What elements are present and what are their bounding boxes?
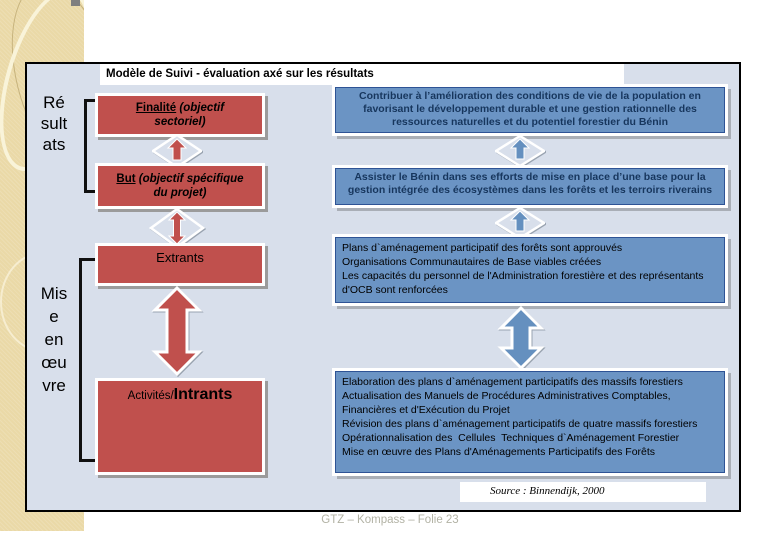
up-arrow-diamond-icon <box>495 135 545 167</box>
box-result-finalite: Contribuer à l’amélioration des conditio… <box>335 87 725 133</box>
slide-footer: GTZ – Kompass – Folie 23 <box>321 514 459 526</box>
box-extrants: Extrants <box>95 243 265 286</box>
double-arrow-diamond-icon <box>149 208 205 248</box>
box-result-but: Assister le Bénin dans ses efforts de mi… <box>335 168 725 205</box>
big-double-arrow-icon <box>493 306 549 370</box>
box-finalite-text: Finalité (objectif sectoriel) <box>116 101 244 129</box>
bracket-mise-en-oeuvre <box>79 258 96 462</box>
up-arrow-diamond-icon <box>495 207 545 239</box>
box-result-activites: Elaboration des plans d`aménagement part… <box>335 371 725 473</box>
box-but-text: But (objectif spécifique du projet) <box>116 172 244 200</box>
extrants-text: Extrants <box>156 250 204 265</box>
box-finalite: Finalité (objectif sectoriel) <box>95 93 265 137</box>
box-result-extrants: Plans d`aménagement participatif des for… <box>335 237 725 303</box>
but-rest: (objectif spécifique du projet) <box>135 173 244 199</box>
diagram-frame: Modèle de Suivi - évaluation axé sur les… <box>25 62 741 512</box>
slide-title: Modèle de Suivi - évaluation axé sur les… <box>100 64 624 85</box>
label-resultats: Ré sult ats <box>40 93 68 154</box>
activites-prefix: Activités/ <box>127 390 174 402</box>
big-double-arrow-icon <box>149 286 205 376</box>
finalite-lead: Finalité <box>135 102 177 114</box>
label-mise-en-oeuvre: Mis e en œu vre <box>40 284 68 395</box>
source-citation: Source : Binnendijk, 2000 <box>460 482 706 502</box>
bracket-resultats <box>84 99 99 193</box>
activites-main: Intrants <box>173 386 233 403</box>
template-corner-square <box>71 0 80 6</box>
but-lead: But <box>116 173 136 185</box>
finalite-rest: (objectif sectoriel) <box>154 102 225 128</box>
box-but: But (objectif spécifique du projet) <box>95 163 265 209</box>
box-activites-intrants: Activités/Intrants <box>95 378 265 475</box>
